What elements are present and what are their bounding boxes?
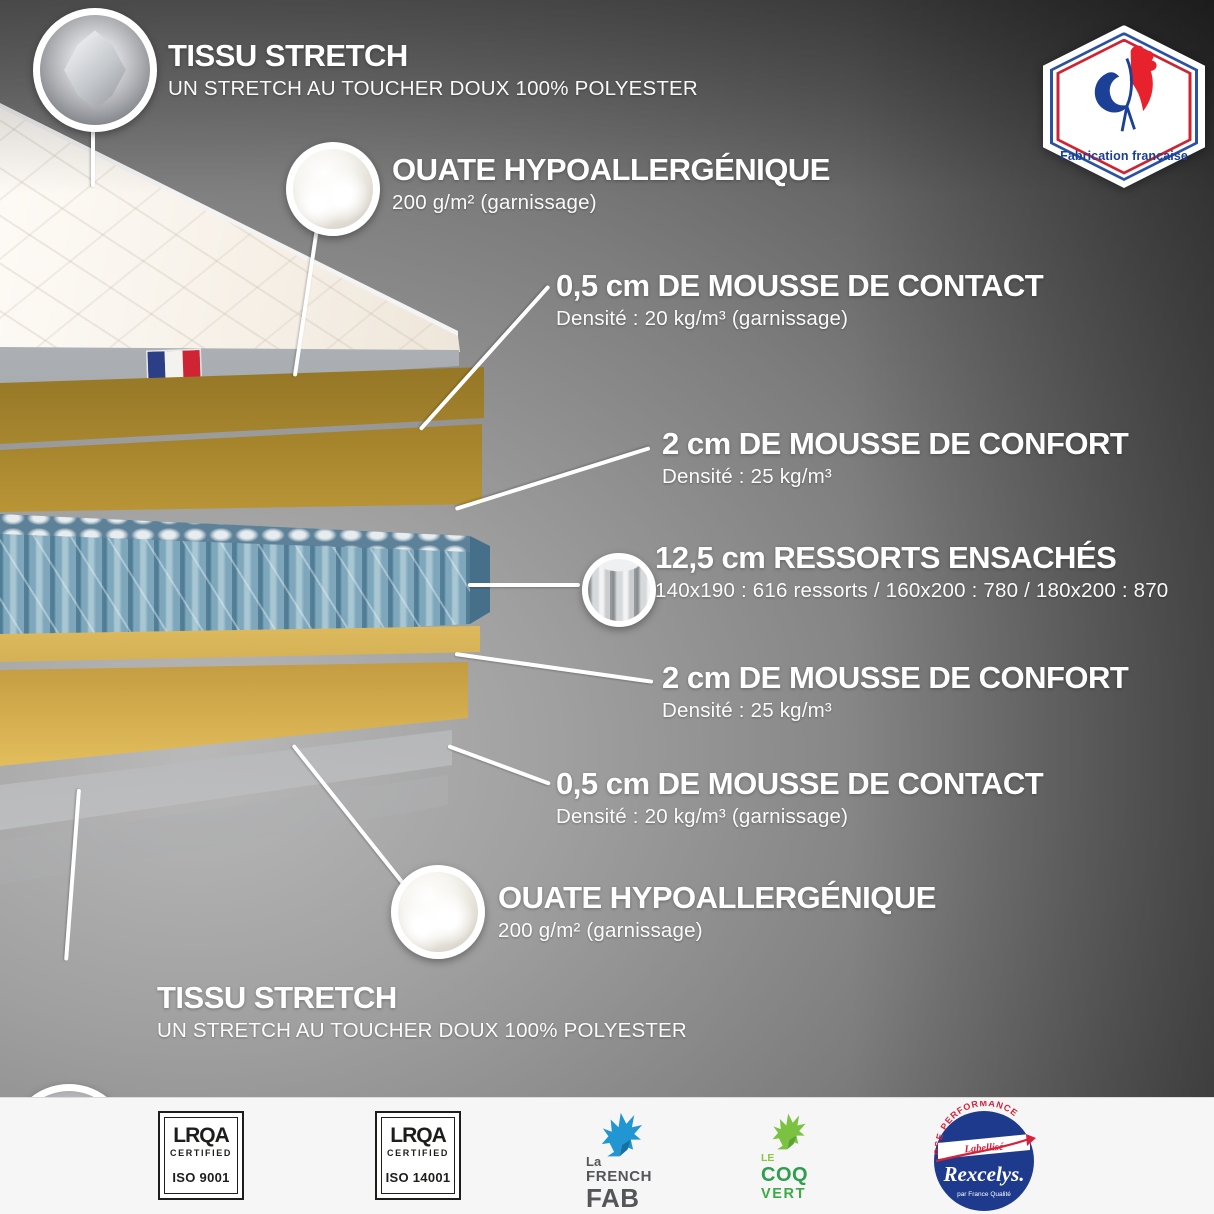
badge-label: Fabrication française [1060, 149, 1188, 163]
mattress-illustration [0, 0, 500, 980]
lrqa-iso-number: ISO 9001 [172, 1170, 230, 1185]
callout-mousse-contact-bottom: 0,5 cm DE MOUSSE DE CONTACT Densité : 20… [556, 766, 1044, 828]
french-fab-french: FRENCH [586, 1168, 653, 1185]
french-fab-rooster-icon [601, 1112, 643, 1157]
rexcelys-sub: par France Qualité [957, 1191, 1011, 1198]
callout-subtitle: UN STRETCH AU TOUCHER DOUX 100% POLYESTE… [157, 1018, 687, 1042]
leader-line-ressorts [468, 583, 580, 587]
callout-subtitle: 140x190 : 616 ressorts / 160x200 : 780 /… [655, 578, 1169, 602]
flag-white-stripe [164, 350, 184, 379]
callout-title: 0,5 cm DE MOUSSE DE CONTACT [556, 268, 1044, 303]
lrqa-brand: LRQA [390, 1124, 446, 1147]
callout-subtitle: Densité : 20 kg/m³ (garnissage) [556, 804, 849, 828]
callout-title: 0,5 cm DE MOUSSE DE CONTACT [556, 766, 1044, 801]
coq-vert-le: LE [761, 1152, 775, 1164]
coq-vert-rooster-icon [772, 1113, 806, 1150]
french-fab-fab: FAB [586, 1183, 640, 1214]
callout-ressorts: 12,5 cm RESSORTS ENSACHÉS 140x190 : 616 … [655, 542, 1168, 602]
coq-vert-vert: VERT [761, 1185, 807, 1202]
lrqa-inner-frame: LRQA CERTIFIED ISO 9001 [164, 1117, 238, 1194]
callout-subtitle: UN STRETCH AU TOUCHER DOUX 100% POLYESTE… [168, 76, 698, 100]
tissu-stretch-detail-photo [33, 8, 157, 132]
lrqa-certified: CERTIFIED [170, 1148, 232, 1158]
ouate-detail-photo [286, 142, 380, 236]
rexcelys-brand: Rexcelys. [942, 1162, 1024, 1186]
callout-subtitle: 200 g/m² (garnissage) [498, 918, 703, 942]
rexcelys-logo: RSE PERFORMANCE Labellisé Rexcelys. par … [928, 1098, 1040, 1214]
callout-title: OUATE HYPOALLERGÉNIQUE [392, 152, 830, 187]
rexcelys-labellise: Labellisé [963, 1142, 1004, 1156]
lrqa-inner-frame: LRQA CERTIFIED ISO 14001 [381, 1117, 455, 1194]
french-flag-label [147, 350, 201, 379]
callout-subtitle: Densité : 25 kg/m³ [662, 464, 832, 488]
le-coq-vert-logo: LE COQ VERT [758, 1108, 828, 1203]
callout-mousse-confort-top: 2 cm DE MOUSSE DE CONFORT Densité : 25 k… [662, 426, 1129, 488]
lrqa-iso-number: ISO 14001 [385, 1170, 451, 1185]
callout-ouate-top: OUATE HYPOALLERGÉNIQUE 200 g/m² (garniss… [392, 154, 830, 214]
flag-red-stripe [182, 350, 201, 378]
callout-tissu-stretch-top: TISSU STRETCH UN STRETCH AU TOUCHER DOUX… [168, 40, 698, 100]
pocket-springs-detail-photo [582, 553, 656, 627]
callout-mousse-confort-bottom: 2 cm DE MOUSSE DE CONFORT Densité : 25 k… [662, 660, 1129, 722]
lrqa-brand: LRQA [173, 1124, 229, 1147]
callout-title: 2 cm DE MOUSSE DE CONFORT [662, 426, 1129, 461]
lrqa-iso9001-logo: LRQA CERTIFIED ISO 9001 [158, 1111, 244, 1200]
lrqa-iso14001-logo: LRQA CERTIFIED ISO 14001 [375, 1111, 461, 1200]
callout-tissu-stretch-bottom: TISSU STRETCH UN STRETCH AU TOUCHER DOUX… [157, 982, 687, 1042]
callout-title: OUATE HYPOALLERGÉNIQUE [498, 880, 936, 915]
callout-subtitle: Densité : 20 kg/m³ (garnissage) [556, 306, 849, 330]
french-fab-la: La [586, 1154, 602, 1169]
callout-title: 2 cm DE MOUSSE DE CONFORT [662, 660, 1129, 695]
rexcelys-circle [934, 1111, 1034, 1211]
callout-subtitle: 200 g/m² (garnissage) [392, 190, 597, 214]
pocket-springs-side [470, 536, 490, 624]
rexcelys-swoosh [935, 1137, 1030, 1163]
la-french-fab-logo: La FRENCH FAB [584, 1106, 664, 1211]
callout-mousse-contact-top: 0,5 cm DE MOUSSE DE CONTACT Densité : 20… [556, 268, 1044, 330]
rexcelys-arrow [1026, 1134, 1036, 1146]
callout-ouate-bottom: OUATE HYPOALLERGÉNIQUE 200 g/m² (garniss… [498, 882, 936, 942]
coq-vert-coq: COQ [761, 1163, 809, 1186]
certification-footer: LRQA CERTIFIED ISO 9001 LRQA CERTIFIED I… [0, 1097, 1214, 1214]
callout-title: 12,5 cm RESSORTS ENSACHÉS [655, 540, 1117, 575]
callout-subtitle: Densité : 25 kg/m³ [662, 698, 832, 722]
ouate-detail-photo [391, 865, 485, 959]
fabrication-francaise-badge: Fabrication française [1043, 25, 1205, 188]
rexcelys-band [938, 1134, 1030, 1159]
lrqa-certified: CERTIFIED [387, 1148, 449, 1158]
french-rooster-icon [1094, 45, 1157, 132]
callout-title: TISSU STRETCH [157, 980, 397, 1015]
callout-title: TISSU STRETCH [168, 38, 408, 73]
flag-blue-stripe [147, 351, 166, 379]
